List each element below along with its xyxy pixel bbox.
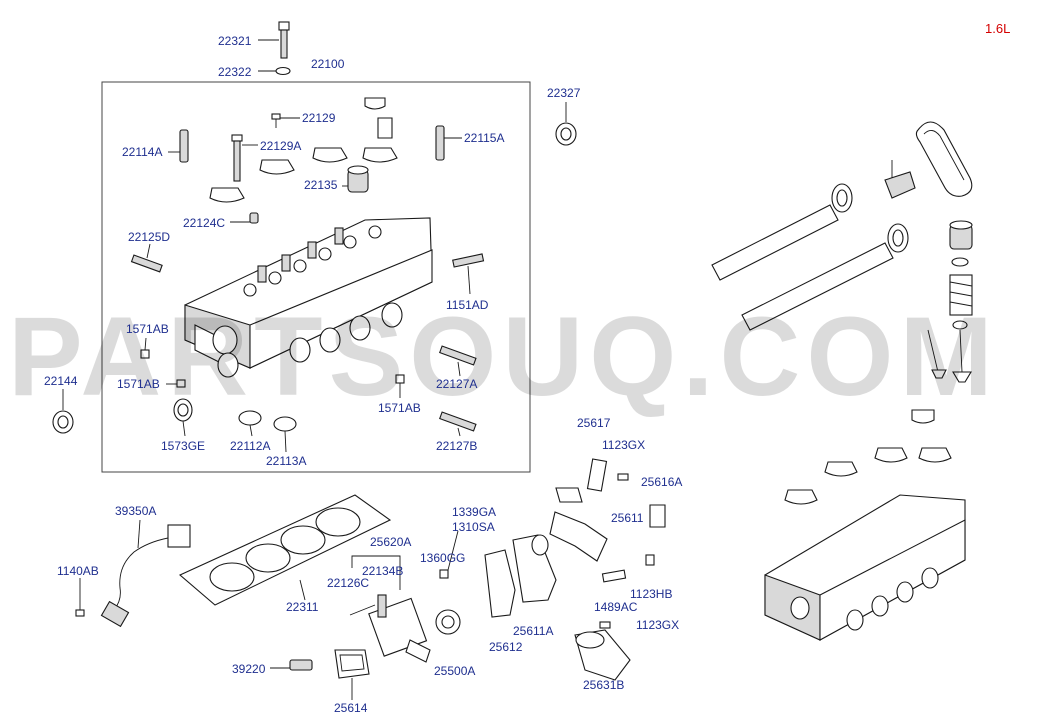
- label-1310SA: 1310SA: [452, 520, 495, 534]
- label-22127A: 22127A: [436, 377, 477, 391]
- head-gasket-drawing: [178, 494, 392, 606]
- label-1123GX-a: 1123GX: [602, 438, 645, 452]
- label-39350A: 39350A: [115, 504, 156, 518]
- cylinder-head-main-drawing: [184, 217, 433, 378]
- plugs-and-seals-drawing: [140, 337, 405, 453]
- label-22127B: 22127B: [436, 439, 477, 453]
- engine-displacement: 1.6L: [985, 21, 1010, 36]
- label-1571AB-c: 1571AB: [378, 401, 421, 415]
- water-outlet-drawing: [484, 458, 666, 681]
- sensor-39350A-drawing: [75, 519, 191, 628]
- timing-belt-drawing: [915, 121, 973, 197]
- label-22100: 22100: [311, 57, 345, 71]
- cam-caps-drawing: [209, 97, 398, 203]
- label-22129: 22129: [302, 111, 336, 125]
- label-1151AD: 1151AD: [446, 298, 489, 312]
- cylinder-head-secondary-drawing: [764, 409, 966, 641]
- small-bolts-drawing: [168, 113, 462, 224]
- label-22125D: 22125D: [128, 230, 170, 244]
- label-25620A: 25620A: [370, 535, 411, 549]
- label-22321: 22321: [218, 34, 252, 48]
- camshafts-drawing: [711, 160, 916, 331]
- label-1123HB: 1123HB: [630, 587, 672, 601]
- label-22124C: 22124C: [183, 216, 225, 230]
- label-22322: 22322: [218, 65, 252, 79]
- label-22311: 22311: [286, 600, 319, 614]
- label-22115A: 22115A: [464, 131, 504, 145]
- seal-22144-drawing: [52, 389, 74, 434]
- label-25500A: 25500A: [434, 664, 475, 678]
- label-25616A: 25616A: [641, 475, 682, 489]
- label-22134B: 22134B: [362, 564, 403, 578]
- label-39220: 39220: [232, 662, 266, 676]
- label-25631B: 25631B: [583, 678, 624, 692]
- label-1571AB-a: 1571AB: [126, 322, 169, 336]
- washer-22322-drawing: [258, 66, 291, 76]
- label-25611A: 25611A: [513, 624, 553, 638]
- label-22135: 22135: [304, 178, 338, 192]
- label-22114A: 22114A: [122, 145, 162, 159]
- label-22144: 22144: [44, 374, 78, 388]
- label-25614: 25614: [334, 701, 368, 715]
- watermark: PARTSOUQ.COM: [8, 294, 999, 419]
- valve-train-drawing: [927, 220, 973, 383]
- label-22113A: 22113A: [266, 454, 306, 468]
- label-1360GG: 1360GG: [420, 551, 465, 565]
- label-1140AB: 1140AB: [57, 564, 99, 578]
- studs-drawing: [130, 243, 485, 437]
- label-22126C: 22126C: [327, 576, 369, 590]
- label-25611: 25611: [611, 511, 644, 525]
- label-1123GX-b: 1123GX: [636, 618, 679, 632]
- label-22129A: 22129A: [260, 139, 301, 153]
- bolt-22321-drawing: [258, 21, 290, 59]
- label-22327: 22327: [547, 86, 581, 100]
- label-1573GE: 1573GE: [161, 439, 205, 453]
- cylinder-head-assembly-frame: [101, 81, 531, 473]
- label-1339GA: 1339GA: [452, 505, 496, 519]
- seal-22327-drawing: [555, 102, 577, 146]
- label-1571AB-b: 1571AB: [117, 377, 160, 391]
- label-25612: 25612: [489, 640, 523, 654]
- label-22112A: 22112A: [230, 439, 270, 453]
- label-1489AC: 1489AC: [594, 600, 638, 614]
- label-25617: 25617: [577, 416, 611, 430]
- thermostat-housing-drawing: [270, 530, 461, 700]
